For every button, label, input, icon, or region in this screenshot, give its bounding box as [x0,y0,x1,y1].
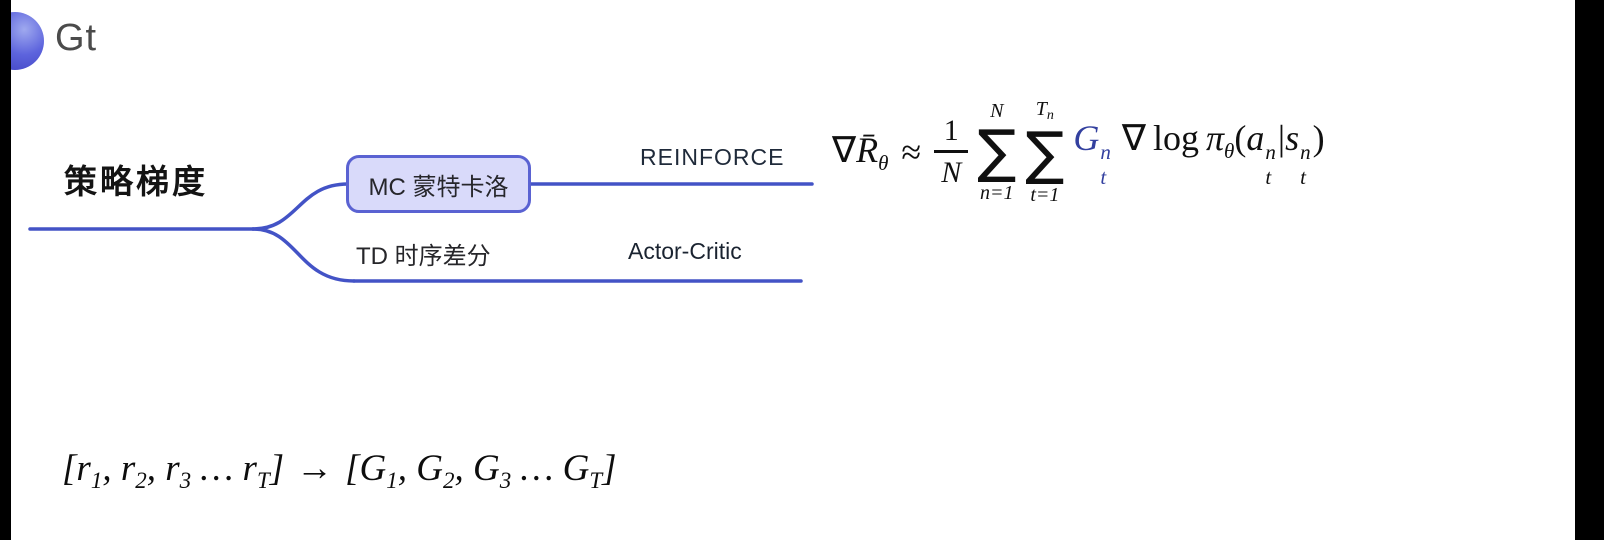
letterbox-right [1575,0,1604,540]
sigma-icon: ∑ [977,117,1017,186]
eq-token: , r [146,448,180,489]
a-subscript: t [1265,164,1272,189]
nabla-icon: ∇ [1121,117,1146,158]
log-word: log [1152,117,1199,158]
eq-subscript: 2 [443,468,455,493]
eq-token: [G [345,448,387,489]
eq-token: … G [511,448,590,489]
theta-subscript: θ [1224,138,1235,163]
state-symbol: s [1285,117,1300,158]
Rbar-symbol: R̄ [856,129,879,170]
eq-token: , G [397,448,443,489]
G-symbol: G [1073,117,1100,158]
eq-subscript: T [256,468,270,493]
fraction-numerator: 1 [943,114,959,148]
G-subscript: t [1100,164,1107,189]
node-actor-critic: Actor-Critic [628,238,742,264]
sum-lower-limit: t=1 [1030,183,1060,206]
approx-sign: ≈ [901,132,922,172]
theta-subscript: θ [878,150,889,175]
sum-over-episodes: N∑n=1 [977,101,1016,202]
fraction-denominator: N [941,155,962,189]
node-td-temporal-difference: TD 时序差分 [356,243,491,270]
sum-upper-limit: N [990,100,1004,123]
T-symbol: T [1035,98,1047,121]
node-policy-gradient: 策略梯度 [64,163,208,200]
G-superscript: n [1100,139,1111,164]
eq-token: ] [269,448,285,489]
nabla-icon: ∇ [832,129,857,170]
arrow-right-icon: → [296,448,334,489]
conditional-bar: | [1277,117,1286,158]
open-paren: ( [1234,117,1247,158]
sum-lower-limit: n=1 [980,181,1014,204]
sum-over-timesteps: Tn∑t=1 [1025,99,1064,204]
logo-text: Gt [55,17,98,59]
a-superscript: n [1265,139,1276,164]
eq-subscript: 2 [135,468,147,493]
action-symbol: a [1246,117,1265,158]
eq-subscript: T [589,468,603,493]
branch-down-curve [251,227,356,283]
branch-up-curve [251,182,350,231]
eq-token: … r [191,448,257,489]
eq-token: , r [102,448,136,489]
eq-token: [r [62,448,91,489]
eq-token: ] [602,448,617,489]
letterbox-left [0,0,11,540]
sigma-icon: ∑ [1025,119,1065,188]
close-paren: ) [1312,117,1325,158]
s-superscript: n [1300,139,1311,164]
eq-token: , G [454,448,500,489]
node-reinforce: REINFORCE [640,144,785,170]
T-subscript: n [1046,108,1054,124]
pi-symbol: π [1206,117,1225,158]
eq-subscript: 1 [90,468,103,493]
eq-subscript: 3 [179,468,192,493]
fraction-bar [934,150,969,153]
eq-subscript: 3 [499,468,512,493]
reward-to-return-equation: [r1, r2, r3 … rT]→[G1, G2, G3 … GT] [62,447,617,494]
node-mc-monte-carlo: MC 蒙特卡洛 [346,155,531,213]
sum-upper-limit: Tn [1036,99,1054,123]
eq-subscript: 1 [386,468,398,493]
s-subscript: t [1300,164,1306,189]
grad-Rbar-term: ∇R̄θ [832,129,888,176]
